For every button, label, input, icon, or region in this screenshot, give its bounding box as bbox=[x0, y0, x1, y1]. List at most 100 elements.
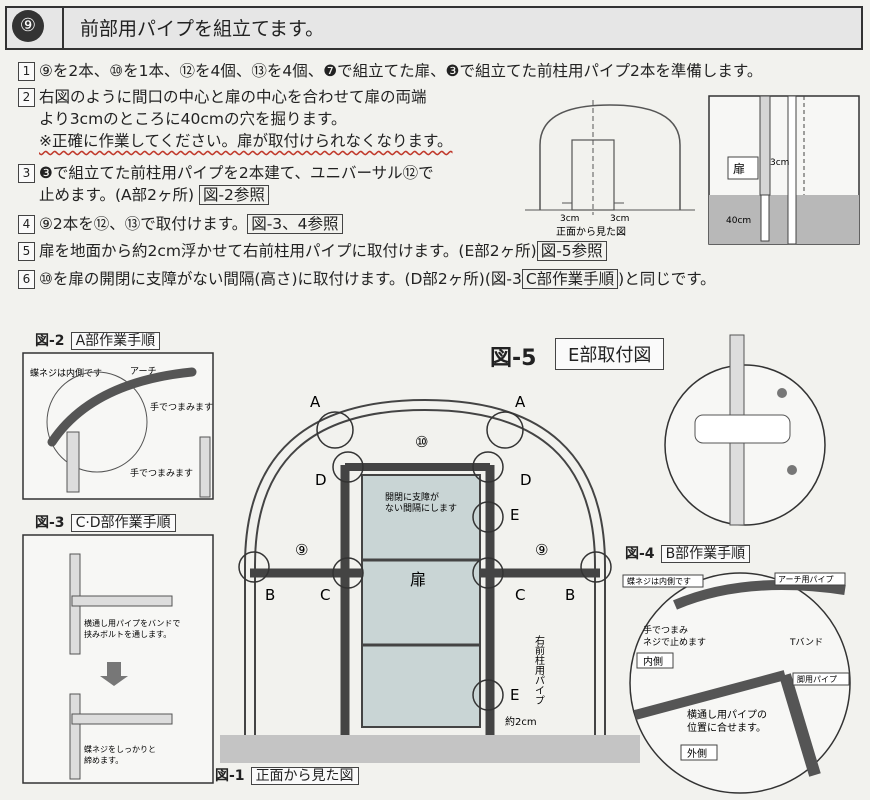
door-label: 扉 bbox=[410, 570, 426, 589]
fig3-title: C·D部作業手順 bbox=[70, 514, 176, 532]
step-header bbox=[5, 6, 863, 50]
hand-note-1: 手でつまみます bbox=[150, 401, 213, 413]
leg-pipe-label: 脚用パイプ bbox=[797, 674, 837, 684]
post-pipe bbox=[66, 431, 80, 493]
label-A: A bbox=[310, 395, 321, 411]
front-sketch: 3cm 3cm 正面から見た図 bbox=[525, 100, 695, 238]
callout-C bbox=[332, 557, 364, 589]
outer-label: 外側 bbox=[687, 747, 707, 760]
figure-reference: 図-2参照 bbox=[198, 185, 269, 205]
cross-pipe bbox=[633, 670, 787, 720]
fig5-title: E部取付図 bbox=[555, 338, 665, 370]
fig2-id: 図-2 bbox=[35, 333, 65, 349]
header-divider bbox=[62, 6, 64, 50]
hand-note-b: ネジで止めます bbox=[643, 636, 706, 648]
fig2-title: A部作業手順 bbox=[70, 332, 161, 350]
callout-C bbox=[472, 557, 504, 589]
step-number-badge: ⑨ bbox=[12, 10, 44, 42]
detail-circle bbox=[664, 364, 826, 526]
callout-D bbox=[472, 451, 504, 483]
label-E: E bbox=[510, 686, 519, 704]
callout-B bbox=[238, 551, 270, 583]
post-pipe bbox=[199, 436, 211, 498]
fig1-diagram: A A D D C C B B E E ⑩ ⑨ ⑨ 扉 開閉に支障が ない間隔に… bbox=[220, 395, 640, 763]
arch-pipe bbox=[47, 367, 197, 447]
callout-D bbox=[332, 451, 364, 483]
note-1a: 横通し用パイプをバンドで bbox=[84, 618, 180, 628]
right-post-label: 右前柱用パイプ bbox=[533, 634, 545, 705]
dim-left: 3cm bbox=[560, 214, 579, 224]
horizontal-pipe bbox=[71, 713, 173, 725]
warning-text: ※正確に作業してください。扉が取付けられなくなります。 bbox=[39, 132, 453, 150]
callout-B bbox=[580, 551, 612, 583]
label-D: D bbox=[520, 471, 532, 489]
part-9-label: ⑨ bbox=[295, 541, 308, 559]
arch-pipe bbox=[673, 580, 846, 610]
figure-reference: 図-3、4参照 bbox=[247, 214, 343, 234]
note-1b: 挟みボルトを通します。 bbox=[84, 629, 171, 639]
band bbox=[694, 414, 791, 444]
detail-circle bbox=[46, 371, 148, 473]
align-note-a: 横通し用パイプの bbox=[687, 708, 767, 721]
label-B: B bbox=[565, 586, 575, 604]
horizontal-pipe bbox=[71, 595, 173, 607]
depth-label: 40cm bbox=[726, 216, 751, 226]
fig3-id: 図-3 bbox=[35, 515, 65, 531]
arch-pipe-inner bbox=[246, 400, 604, 735]
ground bbox=[709, 195, 859, 244]
note-2b: 締めます。 bbox=[84, 755, 123, 765]
label-E: E bbox=[510, 506, 519, 524]
fig1-id: 図-1 bbox=[215, 768, 245, 784]
ground bbox=[220, 735, 640, 763]
screw-note: 蝶ネジは内側です bbox=[30, 367, 102, 379]
fig2-label: 図-2 A部作業手順 bbox=[35, 330, 161, 350]
inner-label: 内側 bbox=[643, 655, 663, 668]
vertical-pipe bbox=[69, 693, 81, 780]
callout-E bbox=[472, 679, 504, 711]
label-C: C bbox=[515, 586, 525, 604]
part-10-label: ⑩ bbox=[415, 433, 428, 451]
label-C: C bbox=[320, 586, 330, 604]
step-number: 5 bbox=[18, 242, 35, 261]
hand-note-a: 手でつまみ bbox=[643, 624, 688, 636]
fig3-panel: 横通し用パイプをバンドで 挟みボルトを通します。 蝶ネジをしっかりと 締めます。 bbox=[22, 534, 214, 784]
figure-reference: C部作業手順 bbox=[521, 269, 619, 289]
step-text: )と同じです。 bbox=[618, 270, 716, 288]
label-B: B bbox=[265, 586, 275, 604]
bolt-icon bbox=[777, 388, 787, 398]
step-text: より3cmのところに40cmの穴を掘ります。 bbox=[39, 110, 347, 128]
clearance-note: 開閉に支障が bbox=[385, 491, 439, 503]
greenhouse-outline bbox=[539, 104, 681, 210]
callout-A bbox=[316, 411, 354, 449]
nut-icon bbox=[787, 465, 797, 475]
clearance-note: ない間隔にします bbox=[385, 503, 457, 514]
note-2a: 蝶ネジをしっかりと bbox=[84, 744, 156, 754]
fig1-title: 正面から見た図 bbox=[250, 767, 359, 785]
down-arrow-icon bbox=[100, 662, 128, 686]
label-A: A bbox=[515, 395, 526, 411]
fig3-label: 図-3 C·D部作業手順 bbox=[35, 512, 176, 532]
step-text: 止めます。(A部2ヶ所) bbox=[39, 186, 195, 204]
fig2-panel: 蝶ネジは内側です アーチ 手でつまみます 手でつまみます bbox=[22, 352, 214, 500]
fig5-id: 図-5 bbox=[490, 346, 537, 371]
door bbox=[361, 474, 481, 728]
door-label: 扉 bbox=[733, 162, 745, 176]
leg-pipe bbox=[779, 673, 821, 777]
part-9-label: ⑨ bbox=[535, 541, 548, 559]
step-number: 4 bbox=[18, 215, 35, 234]
align-note-b: 位置に合せます。 bbox=[687, 721, 766, 734]
step-text: 右図のように間口の中心と扉の中心を合わせて扉の両端 bbox=[39, 88, 427, 106]
sketch-caption: 正面から見た図 bbox=[556, 226, 626, 238]
callout-E bbox=[472, 501, 504, 533]
tband-label: Tバンド bbox=[789, 637, 823, 648]
door-frame bbox=[787, 95, 797, 245]
fig1-label: 図-1 正面から見た図 bbox=[215, 765, 359, 785]
step-number: 6 bbox=[18, 270, 35, 289]
pipe bbox=[759, 95, 771, 196]
